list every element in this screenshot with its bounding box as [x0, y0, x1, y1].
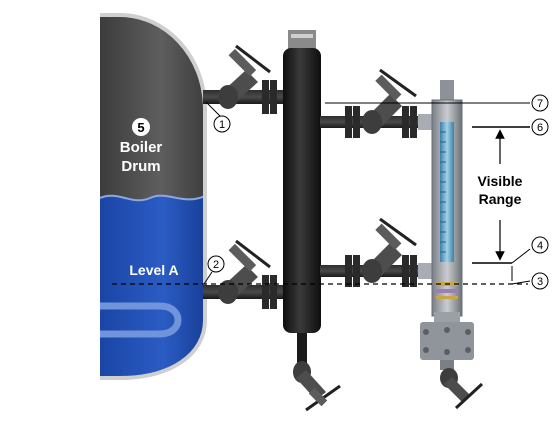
callout-1: 1: [213, 115, 231, 133]
water-column: [283, 30, 321, 363]
callout-4: 4: [531, 236, 549, 254]
svg-text:3: 3: [537, 276, 543, 288]
callout-4-leader: [511, 248, 531, 264]
drum-label: Drum: [121, 158, 160, 175]
level-a-label: Level A: [129, 262, 178, 278]
callout-5: 5: [137, 120, 144, 135]
gauge-valve-lower: [362, 217, 417, 283]
gauge-scale: [440, 131, 446, 253]
water-region: [100, 195, 205, 378]
boiler-drum: [100, 13, 207, 380]
visible-label: Visible: [478, 173, 523, 189]
gauge-drain-valve: [440, 368, 484, 410]
level-gauge: [420, 80, 474, 370]
drum-internal-pipe: [100, 302, 182, 338]
callout-7: 7: [531, 94, 549, 112]
drum-valve-upper: [218, 44, 271, 109]
svg-text:2: 2: [213, 259, 219, 271]
callout-3: 3: [531, 272, 549, 290]
gauge-glass: [440, 122, 454, 262]
svg-text:1: 1: [219, 119, 225, 131]
svg-text:4: 4: [537, 240, 543, 252]
boiler-label: Boiler: [120, 139, 163, 156]
callout-2: 2: [207, 255, 225, 273]
callout-6: 6: [531, 118, 549, 136]
gauge-bottom-flange: [420, 322, 474, 360]
callout-1-leader: [205, 101, 223, 119]
drum-valve-lower: [218, 239, 271, 304]
column-drain-valve: [293, 361, 341, 412]
water-surface-highlight: [100, 194, 205, 202]
callout-3-leader: [511, 280, 531, 285]
svg-text:6: 6: [537, 122, 543, 134]
gauge-valve-upper: [362, 68, 417, 134]
svg-text:7: 7: [537, 98, 543, 110]
callout-5-circle: [132, 118, 150, 136]
callout-2-leader: [203, 271, 213, 285]
range-label: Range: [479, 191, 522, 207]
